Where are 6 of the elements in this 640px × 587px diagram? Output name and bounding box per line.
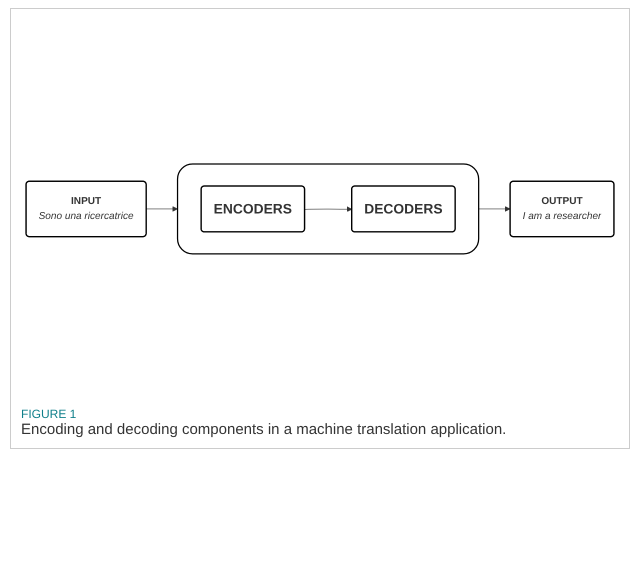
figure-number: FIGURE 1	[21, 407, 78, 421]
arrow	[304, 206, 352, 212]
caption: Encoding and decoding components in a machine translation application.	[21, 421, 508, 438]
arrow	[146, 206, 178, 212]
cluster	[176, 163, 480, 255]
arrow	[478, 206, 510, 212]
